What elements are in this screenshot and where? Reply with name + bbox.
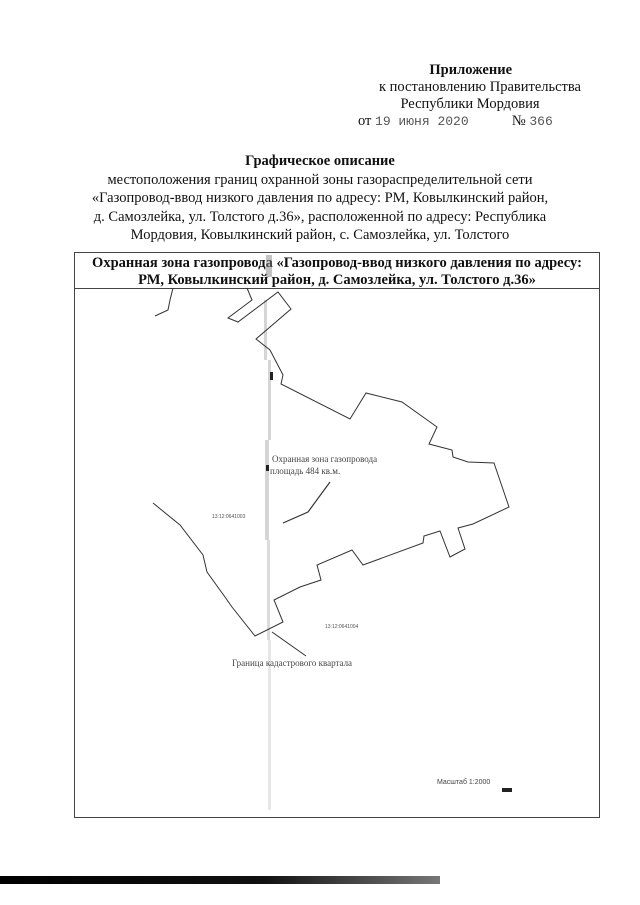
scan-noise xyxy=(264,255,512,810)
parcel-label-east: 13:12:0641004 xyxy=(325,624,359,630)
appendix-title: Приложение xyxy=(429,62,512,78)
description-line: местоположения границ охранной зоны газо… xyxy=(107,171,533,188)
map-frame: Охранная зона газопровода «Газопровод-вв… xyxy=(74,252,600,818)
zone-leader-line xyxy=(282,481,331,524)
appendix-date-row: от 19 июня 2020 № 366 xyxy=(340,113,600,130)
parcel-boundary-fragment xyxy=(154,287,174,317)
description-block: Графическое описание местоположения гран… xyxy=(80,152,560,245)
protection-zone-outline xyxy=(152,287,510,637)
appendix-block: Приложение к постановлению Правительства… xyxy=(340,62,600,130)
zone-label-line-2: площадь 484 кв.м. xyxy=(270,466,340,476)
appendix-line-1: к постановлению Правительства xyxy=(379,79,581,95)
date-prefix: от xyxy=(358,113,372,129)
scale-label: Масштаб 1:2000 xyxy=(437,778,490,786)
number-sign: № xyxy=(511,113,526,129)
map-header-line-2: РМ, Ковылкинский район, д. Самозлейка, у… xyxy=(138,272,536,288)
parcel-label-west: 13:12:0641003 xyxy=(212,514,246,520)
zone-label-line-1: Охранная зона газопровода xyxy=(272,454,377,464)
decree-date: 19 июня 2020 xyxy=(375,114,469,129)
decree-number: 366 xyxy=(529,114,553,129)
appendix-line-2: Республики Мордовия xyxy=(400,96,540,112)
boundary-label: Граница кадастрового квартала xyxy=(232,658,352,668)
description-line: Мордовия, Ковылкинский район, с. Самозле… xyxy=(130,227,510,243)
description-line: д. Самозлейка, ул. Толстого д.36», распо… xyxy=(93,208,547,225)
description-line: «Газопровод-ввод низкого давления по адр… xyxy=(91,190,549,206)
description-heading: Графическое описание xyxy=(245,153,395,169)
map-header: Охранная зона газопровода «Газопровод-вв… xyxy=(75,253,599,289)
map-header-line-1: Охранная зона газопровода «Газопровод-вв… xyxy=(92,255,582,271)
scan-edge-bar xyxy=(0,876,440,884)
boundary-leader-line xyxy=(271,631,307,657)
